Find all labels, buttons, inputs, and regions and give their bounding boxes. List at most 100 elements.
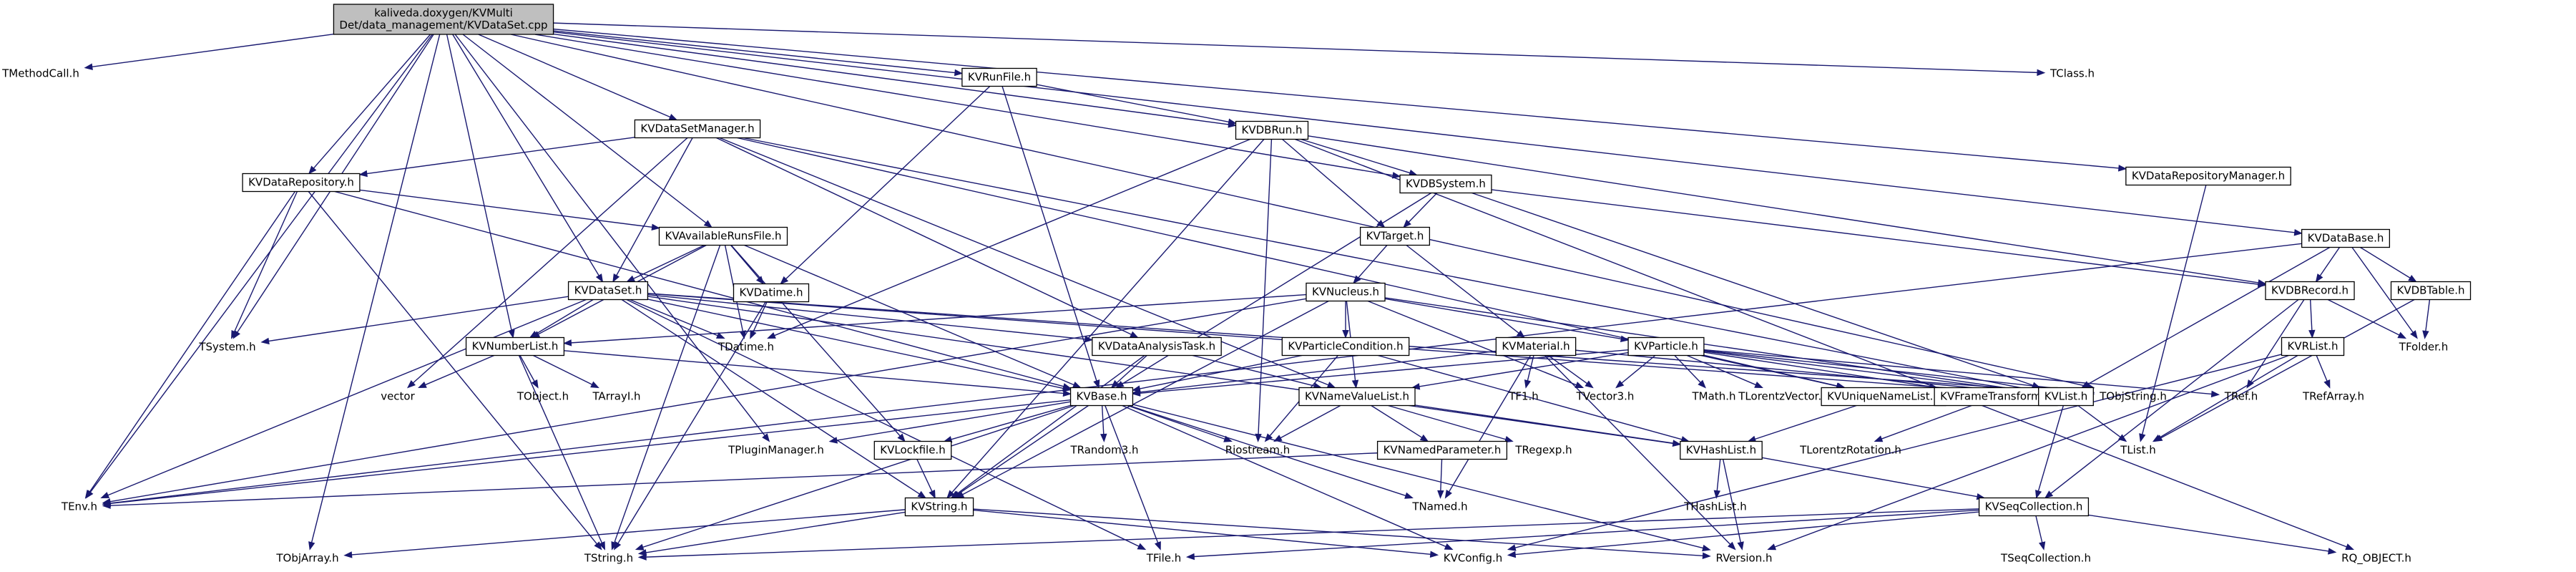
node-kvunique-name-list[interactable]: KVUniqueNameList.h xyxy=(1821,387,1946,407)
node-kvmaterial[interactable]: KVMaterial.h xyxy=(1495,336,1577,357)
edge-line xyxy=(1703,352,1930,387)
node-kvnucleus[interactable]: KVNucleus.h xyxy=(1306,282,1386,302)
node-kvframe-transform[interactable]: KVFrameTransform.h xyxy=(1934,387,2058,407)
edge-kvnumber-list-to-vector xyxy=(418,354,494,389)
edge-kvbase-to-tnamed xyxy=(1129,404,1414,499)
edge-kvdatime-to-tstring xyxy=(613,301,766,551)
node-kvconfig: KVConfig.h xyxy=(1444,552,1503,565)
node-kvdata-base[interactable]: KVDataBase.h xyxy=(2301,228,2391,248)
node-tmethod-call: TMethodCall.h xyxy=(1,67,79,80)
edge-arrowhead xyxy=(2422,330,2429,339)
node-kvdbtable[interactable]: KVDBTable.h xyxy=(2390,281,2472,301)
edge-arrowhead xyxy=(1672,440,1682,447)
node-kvdbrecord[interactable]: KVDBRecord.h xyxy=(2265,281,2355,301)
node-kvstring[interactable]: KVString.h xyxy=(904,497,974,517)
edge-line xyxy=(785,85,991,280)
edge-arrowhead xyxy=(762,433,770,442)
node-kvname-value-list[interactable]: KVNameValueList.h xyxy=(1298,387,1416,407)
node-kvdatime[interactable]: KVDatime.h xyxy=(733,283,810,303)
edge-root-to-tclass xyxy=(553,22,2046,77)
edge-kvhash-list-to-thash-list xyxy=(1713,459,1721,499)
node-label: KVConfig.h xyxy=(1444,552,1503,565)
edge-line xyxy=(1703,349,2212,395)
edge-line xyxy=(630,299,718,336)
node-kvdata-set-manager[interactable]: KVDataSetManager.h xyxy=(634,119,761,139)
edge-arrowhead xyxy=(231,329,238,339)
node-kvseq-collection[interactable]: KVSeqCollection.h xyxy=(1978,497,2090,517)
node-box xyxy=(904,497,974,517)
edge-line xyxy=(774,138,1250,336)
edge-arrowhead xyxy=(1429,551,1439,558)
edge-arrowhead xyxy=(1342,330,1349,339)
edge-kvdata-repository-to-kvbase xyxy=(334,190,1072,390)
node-kvnumber-list[interactable]: KVNumberList.h xyxy=(465,336,565,357)
node-kvlockfile[interactable]: KVLockfile.h xyxy=(873,440,952,460)
node-label: KVRunFile.h xyxy=(968,71,1031,84)
node-box xyxy=(1978,497,2090,517)
edge-kvparticle-to-kvbase xyxy=(1132,349,1629,397)
edge-kvdata-base-to-kvdbtable xyxy=(2360,246,2417,283)
node-kvparticle-condition[interactable]: KVParticleCondition.h xyxy=(1281,336,1410,357)
edge-root-to-kvavailable-runs-file xyxy=(462,34,712,228)
node-label: TRefArray.h xyxy=(2302,390,2364,403)
edge-arrowhead xyxy=(1062,384,1072,392)
node-label: TF1.h xyxy=(1508,390,1539,403)
edge-kvbase-to-rversion xyxy=(1132,404,1711,552)
node-kvdata-repository[interactable]: KVDataRepository.h xyxy=(242,173,361,193)
edge-arrowhead xyxy=(1351,379,1359,389)
node-kvdata-analysis-task[interactable]: KVDataAnalysisTask.h xyxy=(1092,336,1222,357)
edge-line xyxy=(1716,459,1721,491)
node-kvdbrun[interactable]: KVDBRun.h xyxy=(1235,120,1309,140)
node-label: RQ_OBJECT.h xyxy=(2341,552,2411,566)
edge-line xyxy=(962,300,1329,495)
edge-kvhash-list-to-rversion xyxy=(1722,459,1744,551)
edge-line xyxy=(308,191,597,545)
edge-arrowhead xyxy=(1524,379,1532,389)
edge-arrowhead xyxy=(946,490,955,499)
edge-arrowhead xyxy=(598,541,606,551)
edge-kvnucleus-to-kvparticle xyxy=(1384,298,1630,342)
node-tsystem: TSystem.h xyxy=(198,341,255,354)
node-label: TClass.h xyxy=(2049,67,2095,80)
edge-arrowhead xyxy=(1754,382,1763,389)
edge-arrowhead xyxy=(1504,436,1514,443)
node-kvdata-repository-manager[interactable]: KVDataRepositoryManager.h xyxy=(2125,166,2291,186)
edge-arrowhead xyxy=(1615,380,1625,389)
node-box xyxy=(2038,387,2094,407)
edge-line xyxy=(836,401,1071,441)
edge-kvlockfile-to-kvstring xyxy=(916,459,936,499)
edge-line xyxy=(107,299,587,496)
node-label: TRegexp.h xyxy=(1514,444,1572,457)
edge-kvrlist-to-tlist xyxy=(2152,354,2298,442)
node-kvbase[interactable]: KVBase.h xyxy=(1069,387,1134,407)
node-kvtarget[interactable]: KVTarget.h xyxy=(1359,226,1431,246)
node-root[interactable]: kaliveda.doxygen/KVMultiDet/data_managem… xyxy=(333,4,554,35)
edge-kvhash-list-to-kvseq-collection xyxy=(1762,457,1986,500)
node-kvdata-set[interactable]: KVDataSet.h xyxy=(567,281,649,301)
node-kvrun-file[interactable]: KVRunFile.h xyxy=(961,67,1037,87)
node-kvrlist[interactable]: KVRList.h xyxy=(2281,336,2345,357)
edge-arrowhead xyxy=(1072,382,1082,389)
edge-arrowhead xyxy=(2210,390,2220,398)
edge-line xyxy=(1140,349,1629,394)
edge-line xyxy=(518,355,603,543)
edge-arrowhead xyxy=(1110,379,1120,389)
node-label: TEnv.h xyxy=(61,500,97,513)
edge-kvdata-set-manager-to-kvdata-set xyxy=(612,137,693,283)
node-label: TPluginManager.h xyxy=(728,444,824,457)
node-kvnamed-parameter[interactable]: KVNamedParameter.h xyxy=(1376,440,1508,460)
node-kvdbsystem[interactable]: KVDBSystem.h xyxy=(1399,174,1492,194)
edge-kvnumber-list-to-tstring xyxy=(518,355,606,551)
edge-line xyxy=(617,301,766,544)
edge-kvstring-to-rversion xyxy=(973,508,1711,560)
edge-root-to-kvdata-set xyxy=(452,34,604,283)
node-kvavailable-runs-file[interactable]: KVAvailableRunsFile.h xyxy=(658,226,788,246)
node-kvlist[interactable]: KVList.h xyxy=(2038,387,2094,407)
node-box xyxy=(1306,282,1386,302)
node-kvparticle[interactable]: KVParticle.h xyxy=(1627,336,1705,357)
edge-line xyxy=(1414,404,1674,444)
node-label: TLorentzVector.h xyxy=(1738,390,1828,403)
node-kvhash-list[interactable]: KVHashList.h xyxy=(1680,440,1763,460)
edge-kvnumber-list-to-tarray-i xyxy=(533,354,599,389)
edge-kvseq-collection-to-tseq-collection xyxy=(2035,515,2046,551)
